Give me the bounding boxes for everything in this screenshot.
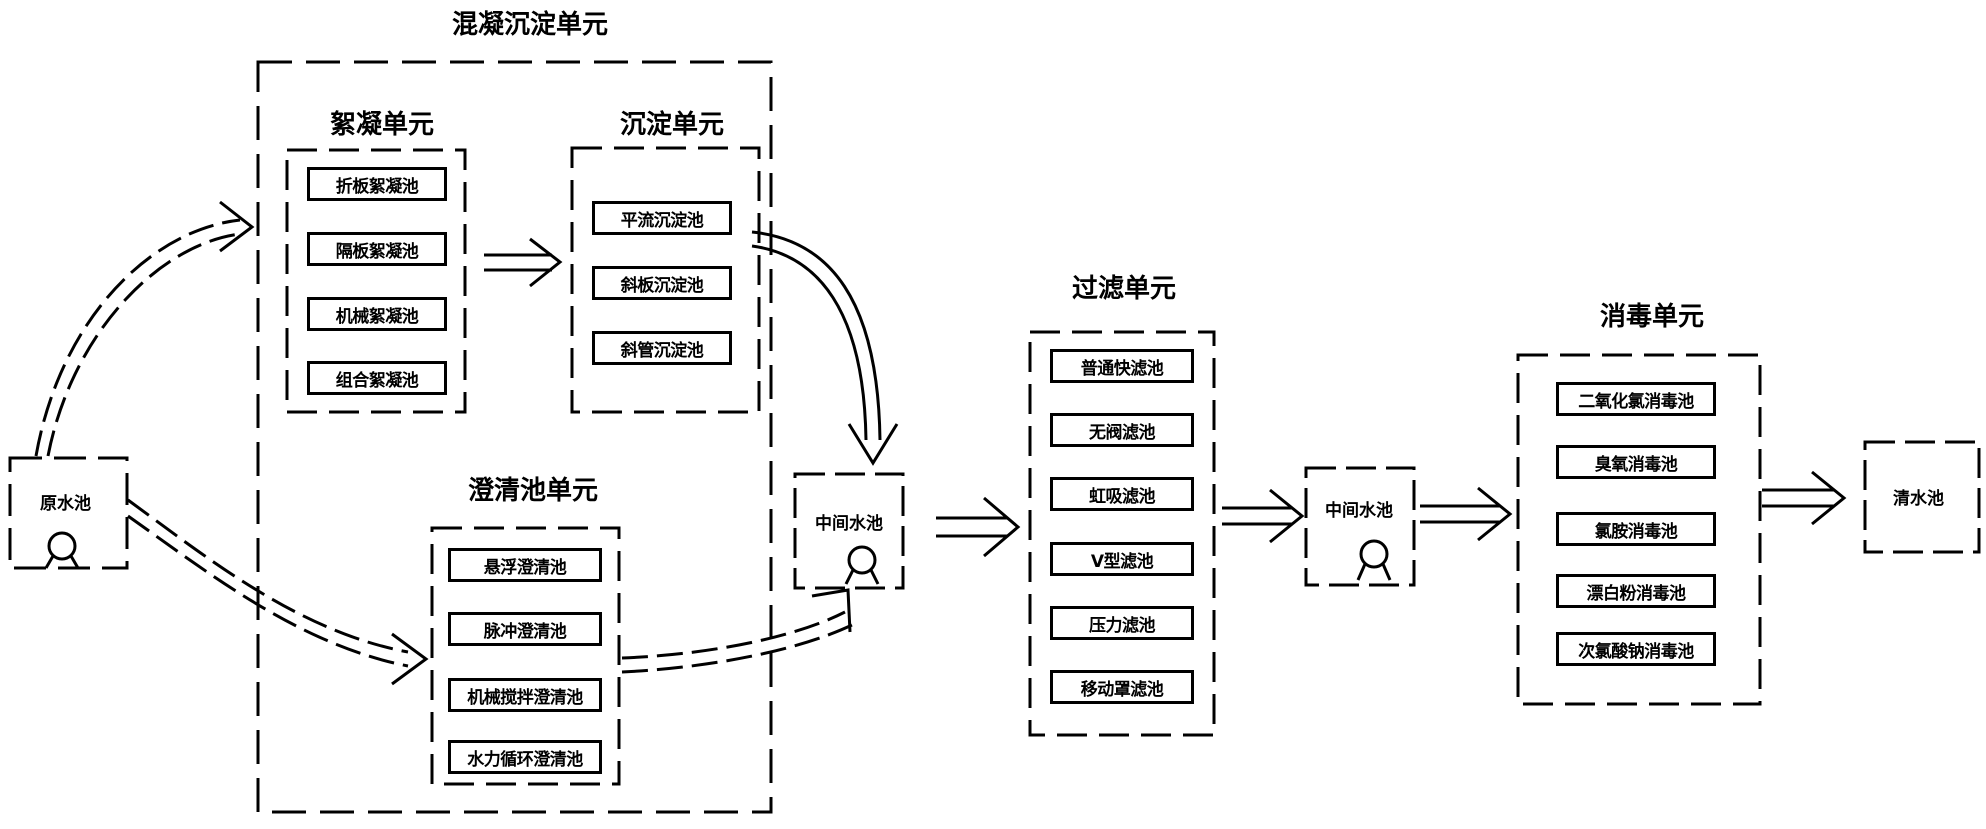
filter-item: 移动罩滤池 [1050,670,1194,704]
pump-icon [844,545,880,585]
filter-item: 无阀滤池 [1050,413,1194,447]
arrowhead-icon [811,588,852,633]
clar-item: 脉冲澄清池 [448,612,602,646]
flow-arrow-sed-to-mid [751,230,899,466]
pump-icon [44,531,80,569]
clar-item: 机械搅拌澄清池 [448,678,602,712]
flow-arrow-raw-to-clar [127,498,409,668]
clar-item: 悬浮澄清池 [448,548,602,582]
disinfect-unit-title: 消毒单元 [1600,302,1705,332]
coag-sed-unit-frame [256,60,773,814]
flow-arrow-floc-to-sed [484,237,563,288]
sed-item: 平流沉淀池 [592,201,732,235]
floc-item: 机械絮凝池 [307,297,447,331]
raw-pool-frame [8,456,129,570]
disinfect-item: 次氯酸钠消毒池 [1556,632,1716,666]
arrowhead-icon [219,200,255,253]
mid-water-pool-2-label: 中间水池 [1325,501,1393,521]
floc-item: 组合絮凝池 [307,361,447,395]
disinfect-item: 氯胺消毒池 [1556,512,1716,546]
filter-unit-title: 过滤单元 [1072,274,1177,304]
mid-water-pool-1-label: 中间水池 [815,514,883,534]
sed-item: 斜板沉淀池 [592,266,732,300]
floc-item: 隔板絮凝池 [307,232,447,266]
flow-arrow-clar-to-mid [621,610,853,674]
flow-arrow-filter-to-mid [1222,488,1305,544]
raw-water-pool-label: 原水池 [40,494,91,514]
pump-icon [1356,539,1392,581]
sed-unit-frame [570,146,761,414]
filter-item: 虹吸滤池 [1050,477,1194,511]
clear-pool-frame [1863,440,1981,554]
disinfect-item: 臭氧消毒池 [1556,445,1716,479]
floc-item: 折板絮凝池 [307,167,447,201]
filter-unit-frame [1028,330,1216,737]
floc-unit-frame [285,148,467,414]
flow-arrow-raw-to-floc [34,218,241,457]
filter-item: 压力滤池 [1050,606,1194,640]
mid-pool-1-frame [793,472,905,590]
mid-pool-2-frame [1304,466,1416,587]
clar-unit-title: 澄清池单元 [468,476,599,506]
filter-item: 普通快滤池 [1050,349,1194,383]
sed-item: 斜管沉淀池 [592,331,732,365]
flow-arrow-mid-to-filter [936,496,1021,558]
sed-unit-title: 沉淀单元 [620,110,725,140]
arrowhead-icon [391,632,429,686]
clar-item: 水力循环澄清池 [448,740,602,774]
clar-unit-frame [430,526,621,786]
floc-unit-title: 絮凝单元 [330,110,435,140]
disinfect-item: 漂白粉消毒池 [1556,574,1716,608]
flow-arrow-disinfect-to-clear [1762,470,1847,526]
clear-water-pool-label: 清水池 [1893,489,1944,509]
filter-item: V型滤池 [1050,542,1194,576]
disinfect-item: 二氧化氯消毒池 [1556,382,1716,416]
flow-arrow-mid-to-disinfect [1420,486,1513,542]
coag-sed-unit-title: 混凝沉淀单元 [452,10,609,40]
